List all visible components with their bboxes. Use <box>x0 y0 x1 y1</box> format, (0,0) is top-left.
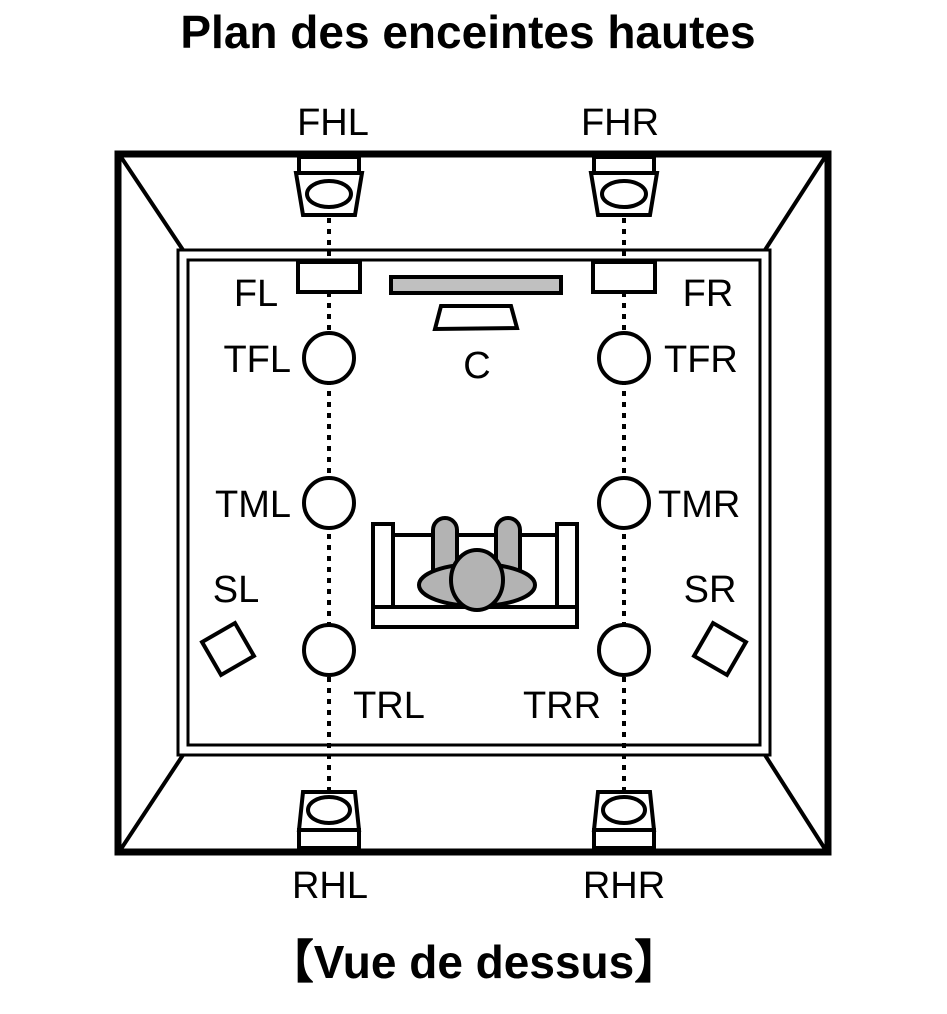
label-trl: TRL <box>353 685 425 727</box>
speaker-tfr-icon <box>597 331 651 385</box>
label-sr: SR <box>684 569 737 611</box>
diagram-title: Plan des enceintes hautes <box>180 6 755 58</box>
dotted-guides <box>327 218 626 790</box>
speaker-tmr-icon <box>597 476 651 530</box>
listener-sofa-icon <box>371 516 579 629</box>
diagram-subtitle: 【Vue de dessus】 <box>268 936 680 988</box>
label-fhl: FHL <box>297 102 369 144</box>
speaker-tfl-icon <box>302 331 356 385</box>
speaker-sr-icon <box>691 620 749 678</box>
label-c: C <box>463 345 490 387</box>
speaker-tml-icon <box>302 476 356 530</box>
speaker-rhr-icon <box>591 790 657 850</box>
room-outline <box>114 150 832 856</box>
label-tml: TML <box>215 484 291 526</box>
label-rhl: RHL <box>292 865 368 907</box>
tv-screen-icon <box>389 275 563 295</box>
label-fl: FL <box>234 273 278 315</box>
speaker-sl-icon <box>199 620 257 678</box>
label-fhr: FHR <box>581 102 659 144</box>
label-tmr: TMR <box>658 484 740 526</box>
label-tfr: TFR <box>664 339 738 381</box>
speaker-rhl-icon <box>296 790 362 850</box>
label-sl: SL <box>213 569 259 611</box>
label-rhr: RHR <box>583 865 665 907</box>
speaker-fhr-icon <box>588 155 660 217</box>
label-tfl: TFL <box>223 339 291 381</box>
speaker-c-icon <box>432 304 520 332</box>
speaker-fr-icon <box>591 260 657 294</box>
speaker-fhl-icon <box>293 155 365 217</box>
label-fr: FR <box>683 273 734 315</box>
speaker-trr-icon <box>597 623 651 677</box>
label-trr: TRR <box>523 685 601 727</box>
speaker-trl-icon <box>302 623 356 677</box>
speaker-fl-icon <box>296 260 362 294</box>
